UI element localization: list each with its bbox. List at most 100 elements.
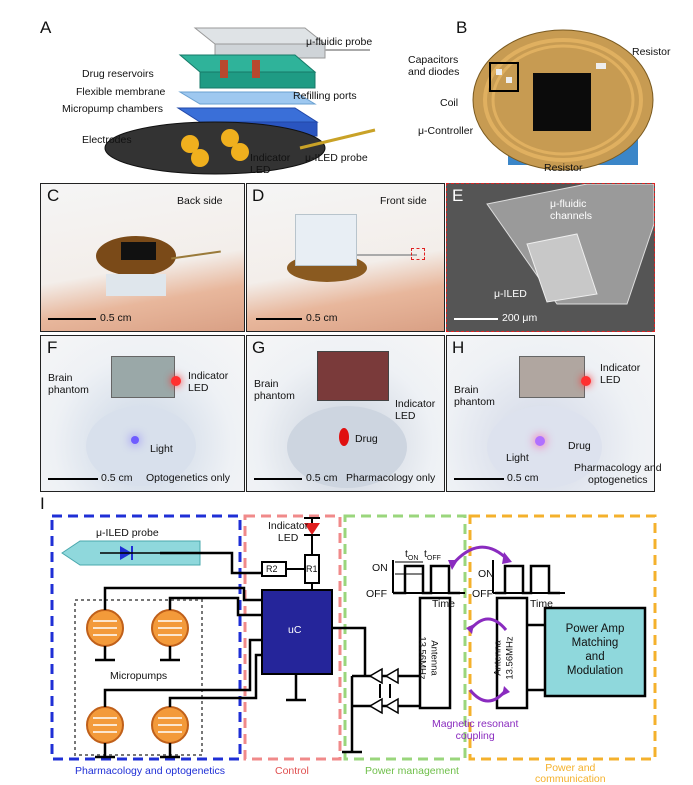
panel-h <box>446 335 655 492</box>
label-on-1: ON <box>372 562 388 574</box>
scale-label-d: 0.5 cm <box>306 312 338 324</box>
panel-e <box>446 183 655 332</box>
label-iled-probe-i: μ-ILED probe <box>96 527 159 539</box>
label-micropumps: Micropumps <box>110 670 168 682</box>
label-iled-e: μ-ILED <box>494 288 527 300</box>
label-light-f: Light <box>150 443 173 455</box>
panel-label-b: B <box>456 18 468 37</box>
label-iled-probe: μ-ILED probe <box>305 152 368 164</box>
label-flexible-membrane: Flexible membrane <box>76 86 166 98</box>
toff-sub: OFF <box>426 555 441 563</box>
antenna-left <box>418 596 452 710</box>
panel-b <box>468 25 658 175</box>
label-ton: tON <box>405 548 418 565</box>
micropump-1 <box>86 609 124 647</box>
panel-d <box>246 183 445 332</box>
label-fluidic-probe: μ-fluidic probe <box>306 36 373 48</box>
label-channels: μ-fluidic channels <box>550 198 593 222</box>
label-controller: μ-Controller <box>418 125 474 137</box>
panel-label-d: D <box>252 186 265 205</box>
scale-label-f: 0.5 cm <box>101 472 133 484</box>
panel-c <box>40 183 245 332</box>
micropump-3 <box>86 706 124 744</box>
section-label-control: Control <box>275 765 309 777</box>
caption-h: Pharmacology and optogenetics <box>574 462 662 486</box>
scale-label-g: 0.5 cm <box>306 472 338 484</box>
section-box-power <box>343 514 467 761</box>
panel-label-i: I <box>40 494 45 513</box>
panel-a <box>40 20 390 180</box>
panel-label-g: G <box>252 338 266 357</box>
caption-d: Front side <box>380 195 427 207</box>
panel-label-h: H <box>452 338 465 357</box>
label-indicator-led-i: Indicator LED <box>268 520 309 544</box>
label-antenna-right: Antenna 13.56MHz <box>492 636 516 680</box>
label-r1: R1 <box>306 564 318 574</box>
section-box-pharm <box>50 514 242 761</box>
label-brain-h: Brain phantom <box>454 384 495 408</box>
caption-g: Pharmacology only <box>346 472 436 484</box>
label-uc: uC <box>288 624 302 636</box>
label-coupling: Magnetic resonant coupling <box>432 718 519 742</box>
device-front <box>295 214 357 266</box>
panel-label-c: C <box>47 186 60 205</box>
caption-c: Back side <box>177 195 223 207</box>
section-box-control <box>243 514 342 761</box>
label-resistor-bottom: Resistor <box>544 162 583 174</box>
antenna-right <box>495 596 529 710</box>
section-label-power-comm: Power and communication <box>535 762 606 785</box>
ton-sub: ON <box>407 555 419 563</box>
section-label-pharm: Pharmacology and optogenetics <box>75 765 226 777</box>
scale-label-c: 0.5 cm <box>100 312 132 324</box>
panel-g <box>246 335 445 492</box>
panel-label-f: F <box>47 338 58 357</box>
label-drug-h: Drug <box>568 440 591 452</box>
label-on-2: ON <box>478 568 494 580</box>
power-amp-block <box>543 606 647 698</box>
label-indicator-led-a: Indicator LED <box>250 152 291 176</box>
label-power-amp: Power Amp Matching and Modulation <box>565 623 625 677</box>
label-refilling-ports: Refilling ports <box>293 90 357 102</box>
panel-f <box>40 335 245 492</box>
micropump-4 <box>151 706 189 744</box>
label-r2: R2 <box>266 564 278 574</box>
label-brain-f: Brain phantom <box>48 372 89 396</box>
label-off-2: OFF <box>472 588 493 600</box>
label-off-1: OFF <box>366 588 387 600</box>
scale-bar-f <box>48 478 98 480</box>
toff-t: t <box>424 548 427 560</box>
label-time-2: Time <box>530 598 553 610</box>
panel-label-e: E <box>452 186 464 205</box>
label-drug-g: Drug <box>355 433 378 445</box>
scale-bar-h <box>454 478 504 480</box>
label-brain-g: Brain phantom <box>254 378 295 402</box>
label-led-f: Indicator LED <box>188 370 229 394</box>
label-resistor-top: Resistor <box>632 46 671 58</box>
micropumps-box <box>74 599 203 756</box>
label-micropump-chambers: Micropump chambers <box>62 103 163 115</box>
device-exploded-view <box>104 27 376 175</box>
ton-t: t <box>405 548 408 560</box>
panel-label-a: A <box>40 18 52 37</box>
label-capacitors: Capacitors and diodes <box>408 54 460 78</box>
label-toff: tOFF <box>424 548 441 565</box>
label-drug-reservoirs: Drug reservoirs <box>82 68 154 80</box>
uc-block <box>261 589 333 675</box>
label-time-1: Time <box>432 598 455 610</box>
label-led-h: Indicator LED <box>600 362 641 386</box>
caption-f: Optogenetics only <box>146 472 231 484</box>
label-electrodes: Electrodes <box>82 134 132 146</box>
label-led-g: Indicator LED <box>395 398 436 422</box>
label-antenna-left: Antenna 13.56MHz <box>416 636 440 680</box>
label-coil: Coil <box>440 97 459 109</box>
scale-bar-e <box>454 318 498 320</box>
scale-bar-g <box>254 478 302 480</box>
scale-label-h: 0.5 cm <box>507 472 539 484</box>
label-light-h: Light <box>506 452 529 464</box>
scale-label-e: 200 μm <box>502 312 538 324</box>
scale-bar-d <box>256 318 302 320</box>
scale-bar-c <box>48 318 96 320</box>
micropump-2 <box>151 609 189 647</box>
section-box-comm <box>468 514 657 761</box>
